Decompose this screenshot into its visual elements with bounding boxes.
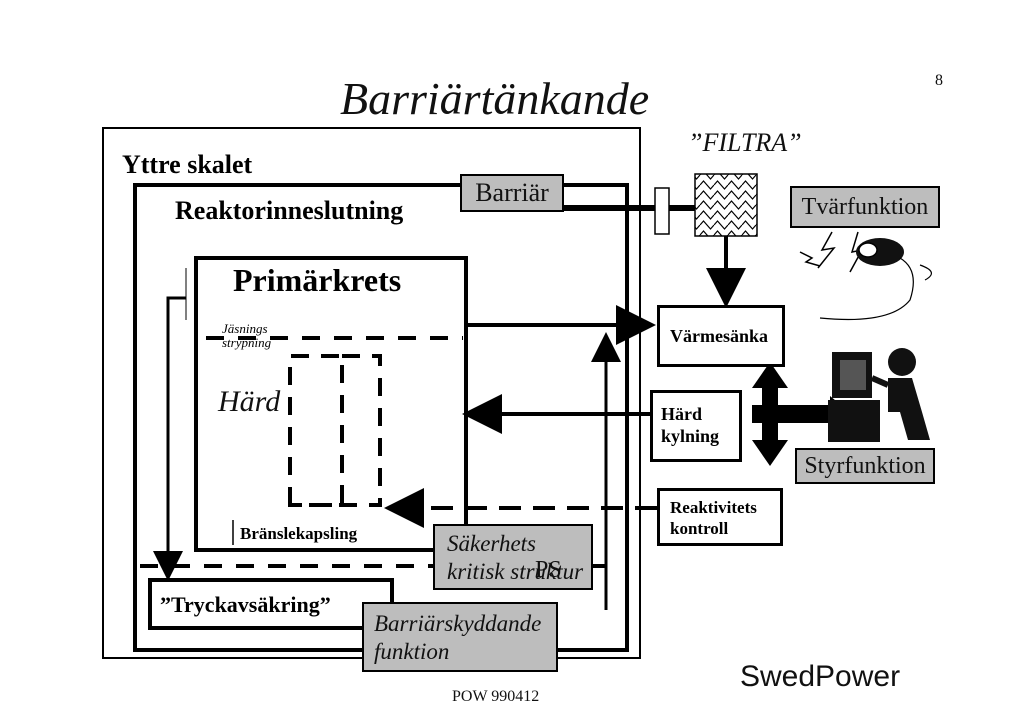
fuel-cladding-label: Bränslekapsling (240, 524, 358, 543)
primary-circuit-label: Primärkrets (233, 262, 402, 298)
core-dashed-outline-2 (290, 354, 382, 507)
reactivity-box: Reaktivitets kontroll (657, 488, 783, 546)
core-dashed-outline (288, 354, 344, 507)
control-cross-arrow (752, 362, 852, 466)
page-title: Barriärtänkande (340, 73, 650, 124)
barrier-label: Barriär (460, 174, 564, 212)
control-function-label: Styrfunktion (795, 448, 935, 484)
outer-shell-label: Yttre skalet (122, 150, 253, 179)
reactivity-line1: Reaktivitets (670, 498, 757, 517)
core-cooling-box: Härd kylning (650, 390, 742, 462)
reactivity-line2: kontroll (670, 519, 729, 538)
footer-code: POW 990412 (452, 688, 540, 705)
swedpower-logo: SwedPower (740, 660, 901, 693)
ionization-label: Jäsnings strypning (222, 322, 271, 350)
core-label: Härd (218, 385, 281, 418)
heat-sink-box: Värmesänka (657, 305, 785, 367)
barrier-protecting-box: Barriärskyddande funktion (362, 602, 558, 672)
barrier-protecting-line1: Barriärskyddande (374, 611, 542, 636)
page-number: 8 (935, 72, 943, 89)
containment-label: Reaktorinneslutning (175, 196, 404, 225)
barrier-protecting-line2: funktion (374, 639, 450, 664)
filter-label: ”FILTRA” (688, 128, 802, 157)
core-cooling-line2: kylning (661, 426, 720, 446)
cross-function-label: Tvärfunktion (790, 186, 940, 228)
filter-box (694, 173, 758, 237)
safety-critical-line2: kritisk struktur (447, 559, 584, 584)
ionization-label-line1: Jäsnings (222, 321, 268, 336)
safety-critical-line1: Säkerhets (447, 531, 537, 556)
pressure-relief-label: ”Tryckavsäkring” (160, 592, 331, 617)
ps-label: PS (535, 557, 562, 583)
ionization-label-line2: strypning (222, 335, 272, 350)
core-cooling-line1: Härd (661, 404, 703, 424)
